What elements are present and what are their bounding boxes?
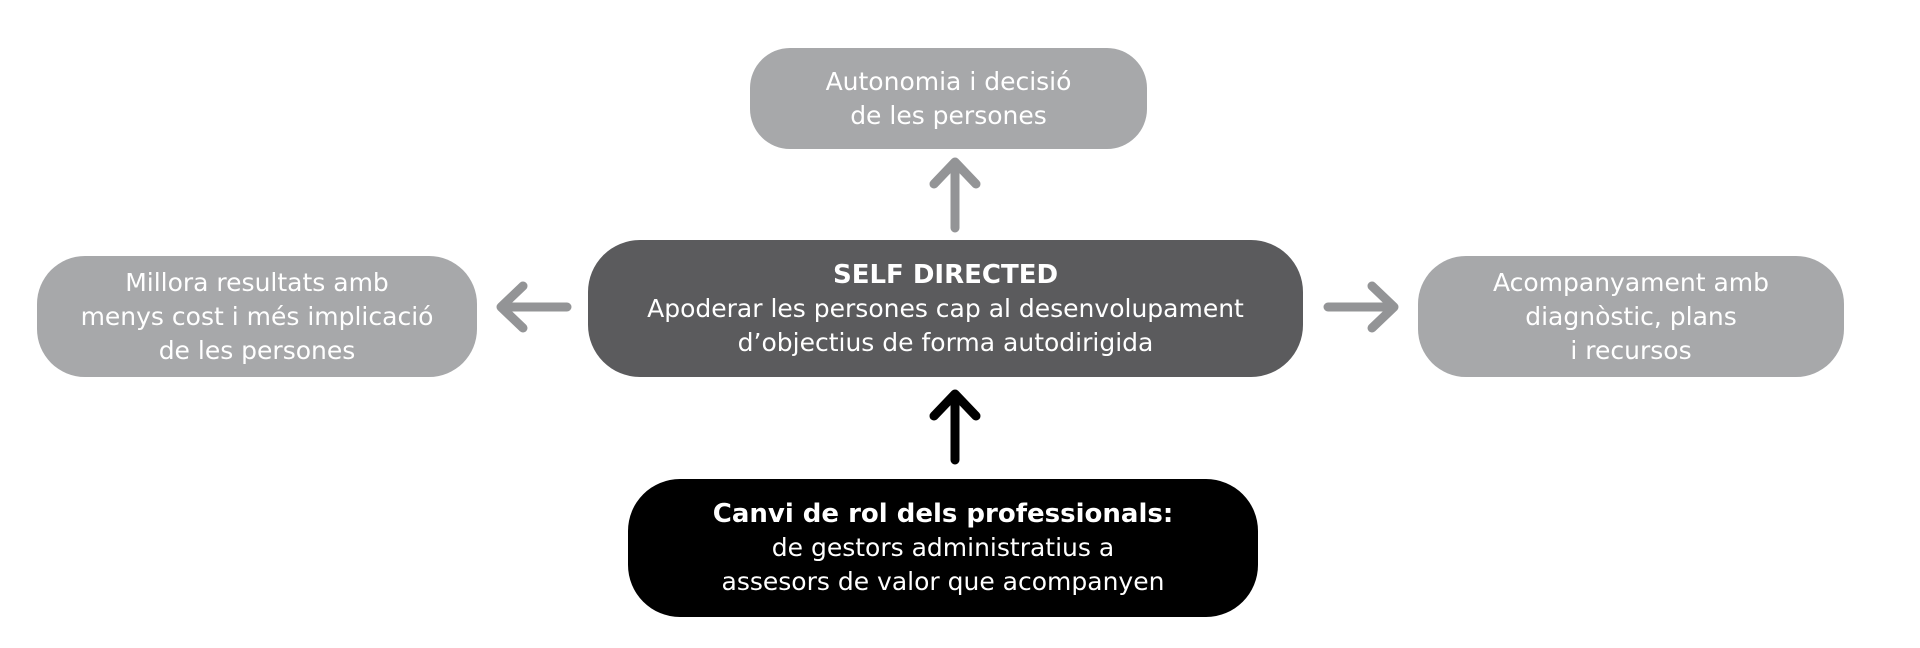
right-node-acompanyament: Acompanyament amb diagnòstic, plans i re…	[1418, 256, 1844, 377]
right-node-line-2: diagnòstic, plans	[1525, 301, 1737, 331]
center-node-title: SELF DIRECTED	[832, 259, 1059, 290]
arrow-up-icon	[929, 157, 981, 233]
top-node-line-2: de les persones	[850, 100, 1047, 130]
bottom-node-canvi-rol: Canvi de rol dels professionals: de gest…	[628, 479, 1258, 617]
right-node-line-3: i recursos	[1570, 335, 1692, 365]
arrow-right-icon	[1323, 281, 1399, 333]
left-node-line-2: menys cost i més implicació	[80, 301, 434, 331]
bottom-node-line-2: assesors de valor que acompanyen	[721, 567, 1165, 596]
left-node-line-1: Millora resultats amb	[125, 267, 389, 297]
arrow-left-icon	[496, 281, 572, 333]
right-node-line-1: Acompanyament amb	[1492, 267, 1770, 297]
top-node-line-1: Autonomia i decisió	[825, 66, 1072, 96]
center-node-line-1: Apoderar les persones cap al desenvolupa…	[647, 293, 1244, 323]
center-node-self-directed: SELF DIRECTED Apoderar les persones cap …	[588, 240, 1303, 377]
center-node-line-2: d’objectius de forma autodirigida	[737, 327, 1154, 357]
top-node-autonomia: Autonomia i decisió de les persones	[750, 48, 1147, 149]
left-node-millora: Millora resultats amb menys cost i més i…	[37, 256, 477, 377]
bottom-node-title: Canvi de rol dels professionals:	[712, 499, 1174, 529]
left-node-line-3: de les persones	[158, 335, 356, 365]
arrow-up-black-icon	[929, 389, 981, 465]
bottom-node-line-1: de gestors administratius a	[771, 533, 1115, 562]
